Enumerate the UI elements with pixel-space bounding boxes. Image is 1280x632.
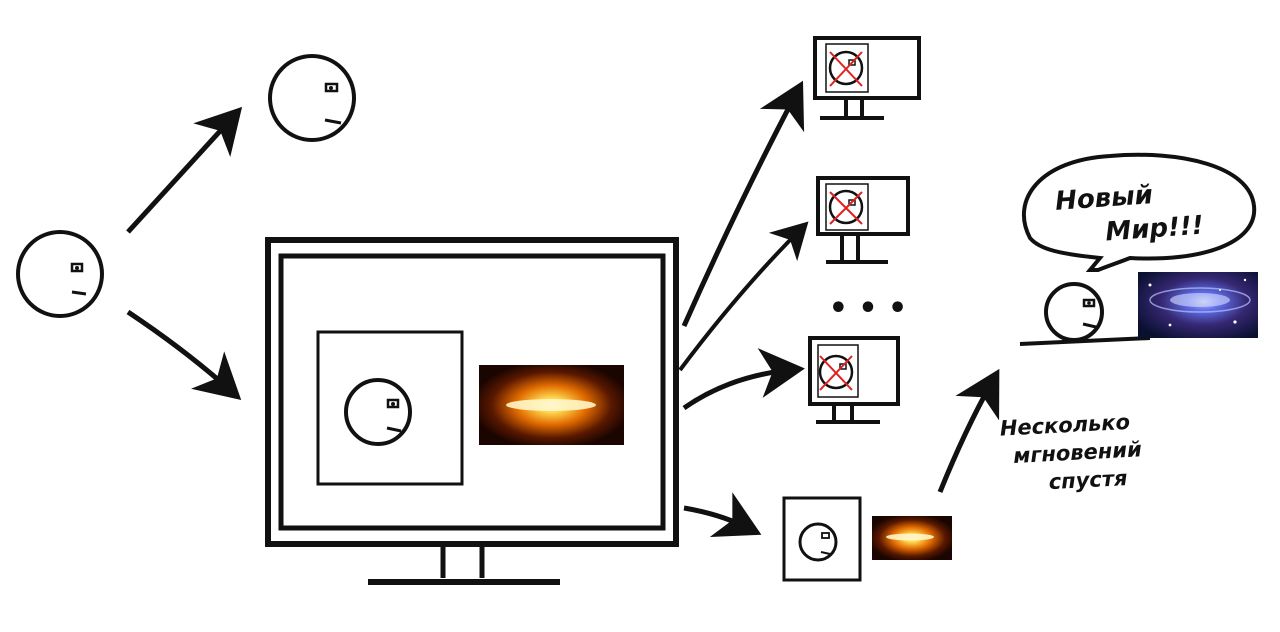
ground-line — [1019, 336, 1151, 346]
ellipsis-dots: • • • — [829, 291, 907, 326]
time-label-line-1: Несколько — [999, 410, 1130, 441]
new-copy-flash-image — [872, 516, 952, 560]
svg-text:Несколько мгновений сп: Несколько мгновений спустя — [999, 409, 1151, 497]
original-person-face — [16, 230, 104, 318]
speech-bubble-line-1: Новый — [1054, 180, 1154, 217]
time-label-line-3: спустя — [1048, 466, 1128, 494]
new-world-person-face — [1044, 282, 1104, 342]
arrow-to-monitor-2 — [678, 221, 809, 372]
new-world-galaxy-image — [1138, 272, 1258, 338]
new-copy-frame — [782, 496, 862, 582]
large-monitor — [265, 237, 679, 585]
failed-copy-monitor-3 — [808, 336, 900, 424]
arrow-into-monitor — [126, 309, 242, 400]
speech-bubble: Новый Мир!!! — [1022, 152, 1257, 272]
time-label-line-2: мгновений — [1013, 437, 1143, 468]
speech-bubble-line-2: Мир!!! — [1104, 211, 1204, 248]
arrow-to-walking-person — [126, 106, 243, 234]
svg-text:Новый Мир!!!: Новый Мир!!! — [1054, 177, 1204, 251]
scanned-person-frame — [316, 330, 464, 486]
walking-person-face — [268, 54, 356, 142]
failed-copy-monitor-1 — [813, 36, 921, 120]
failed-copy-monitor-2 — [816, 176, 910, 264]
arrow-to-new-world — [937, 368, 1000, 493]
flash-image — [479, 365, 624, 445]
arrow-to-monitor-3 — [682, 348, 805, 411]
arrow-to-monitor-1 — [681, 80, 805, 328]
arrow-to-new-copy — [683, 492, 762, 537]
